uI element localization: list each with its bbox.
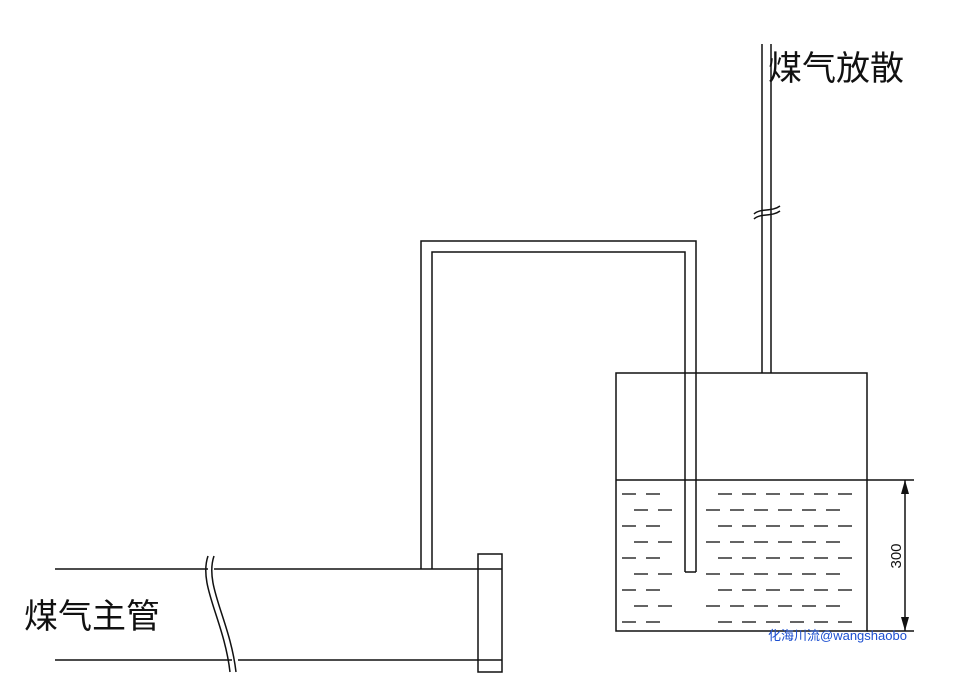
dimension-300: 300 (867, 479, 914, 632)
dimension-arrow-bottom (901, 617, 909, 631)
gas-vent-label: 煤气放散 (768, 49, 904, 89)
end-flange (477, 553, 503, 673)
watermark: 化海川流@wangshaobo (768, 628, 907, 643)
water-seal-tank (615, 372, 868, 632)
pipe-break-mark (204, 555, 231, 673)
dimension-label: 300 (888, 543, 905, 568)
vent-break-mark (753, 210, 781, 220)
vent-break-mark (753, 205, 781, 215)
dimension-arrow-top (901, 480, 909, 494)
vent-pipe (753, 44, 781, 373)
gas-main-label: 煤气主管 (24, 597, 160, 637)
pipe-break-mark (210, 555, 237, 673)
u-connecting-pipe (420, 240, 697, 573)
water-fill (622, 493, 852, 623)
gas-main-pipe (55, 555, 478, 673)
